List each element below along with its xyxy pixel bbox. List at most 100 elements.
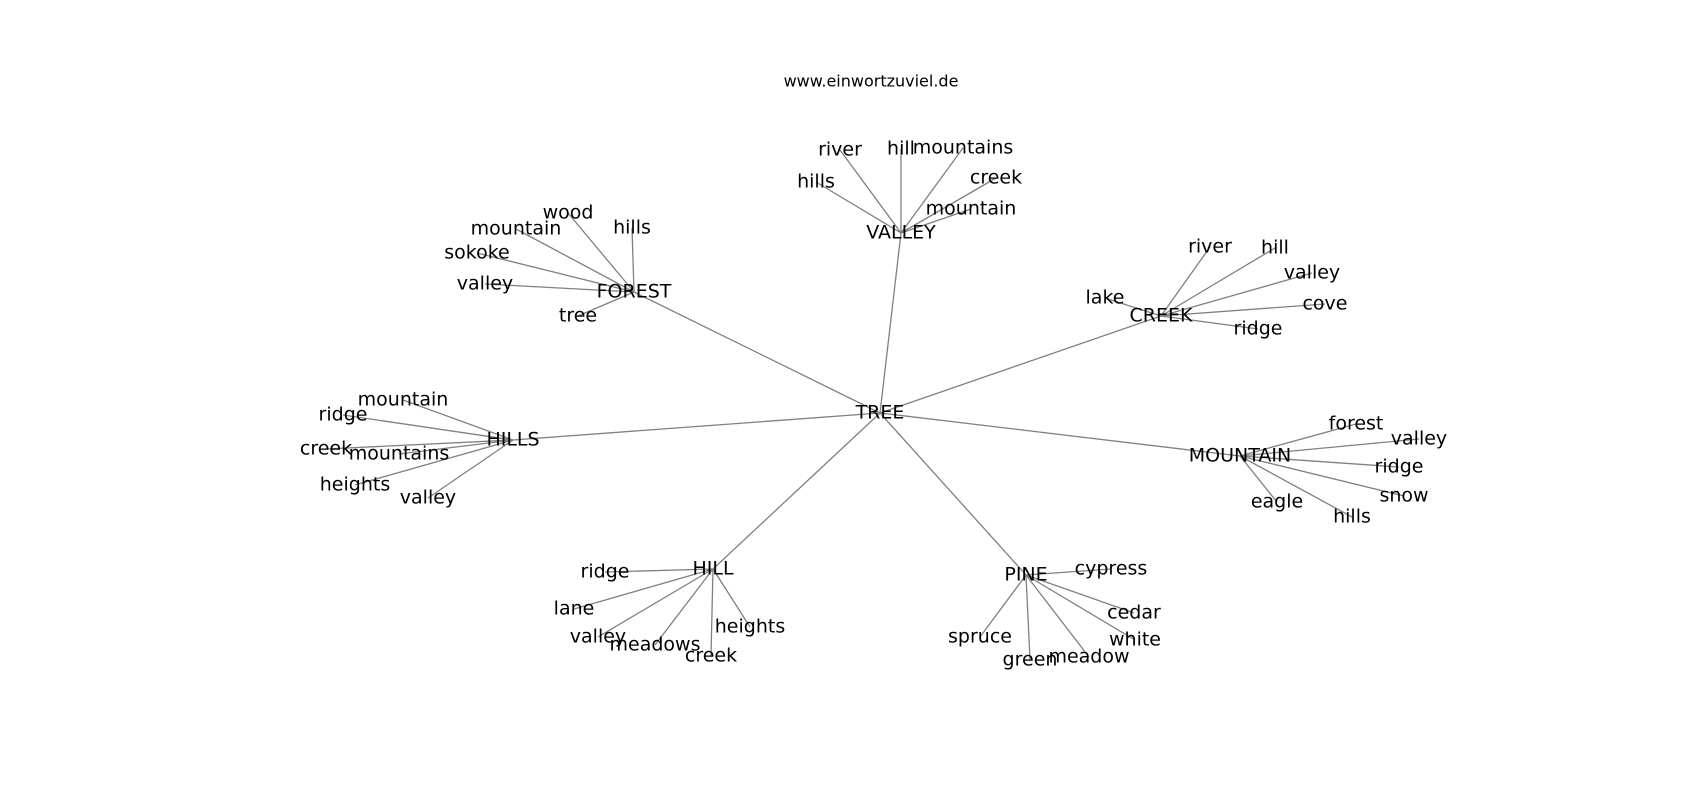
node-hill-ridge: ridge xyxy=(581,561,630,583)
node-pine-white: white xyxy=(1109,629,1161,651)
edge-hills-mountains xyxy=(398,439,514,455)
node-hills-mountain: mountain xyxy=(358,389,449,411)
edge-forest-valley xyxy=(484,283,635,293)
node-pine: PINE xyxy=(1004,564,1047,586)
edge-hill-valley xyxy=(597,568,714,638)
edge-pine-white xyxy=(1025,574,1136,641)
node-creek-hill: hill xyxy=(1261,237,1289,259)
node-mountain-snow: snow xyxy=(1379,485,1428,507)
edge-valley-hills xyxy=(815,181,902,234)
node-valley-creek: creek xyxy=(970,167,1022,189)
node-hills-heights: heights xyxy=(320,474,390,496)
node-valley-hills: hills xyxy=(797,171,835,193)
node-hills: HILLS xyxy=(486,429,539,451)
node-forest: FOREST xyxy=(597,281,672,303)
node-valley-hill: hill xyxy=(887,138,915,160)
node-pine-cypress: cypress xyxy=(1075,558,1148,580)
node-hill: HILL xyxy=(692,558,733,580)
node-mountain-ridge: ridge xyxy=(1375,456,1424,478)
node-creek-cove: cove xyxy=(1302,293,1347,315)
node-creek-valley: valley xyxy=(1284,262,1340,284)
edge-hill-heights xyxy=(712,568,751,628)
node-hill-valley: valley xyxy=(570,626,626,648)
edge-creek-valley xyxy=(1160,272,1313,317)
edge-creek-cove xyxy=(1160,303,1326,317)
node-mountain-forest: forest xyxy=(1329,413,1384,435)
edge-mountain-forest xyxy=(1239,423,1357,457)
edge-tree-hill xyxy=(712,412,881,570)
edge-hills-ridge xyxy=(342,414,514,441)
node-pine-cedar: cedar xyxy=(1107,602,1161,624)
edge-hill-ridge xyxy=(604,568,714,573)
node-hills-ridge: ridge xyxy=(319,404,368,426)
edge-pine-cedar xyxy=(1025,574,1135,614)
node-mountain-eagle: eagle xyxy=(1251,491,1303,513)
edge-tree-creek xyxy=(879,315,1162,414)
edge-forest-tree xyxy=(577,291,635,317)
edge-forest-wood xyxy=(567,212,635,293)
edge-tree-valley xyxy=(879,232,902,414)
node-hill-creek: creek xyxy=(685,645,737,667)
edge-valley-mountain xyxy=(900,208,972,234)
node-valley-river: river xyxy=(818,139,862,161)
edge-pine-meadow xyxy=(1025,574,1090,658)
edge-tree-mountain xyxy=(879,412,1241,457)
edge-hill-creek xyxy=(710,568,714,657)
node-forest-tree: tree xyxy=(559,305,597,327)
edge-pine-spruce xyxy=(979,574,1027,638)
edge-hill-lane xyxy=(573,568,714,610)
node-pine-green: green xyxy=(1003,649,1058,671)
node-tree: TREE xyxy=(855,402,905,424)
node-forest-sokoke: sokoke xyxy=(444,242,510,264)
node-hill-lane: lane xyxy=(554,598,595,620)
node-creek-river: river xyxy=(1188,236,1232,258)
node-pine-meadow: meadow xyxy=(1048,646,1129,668)
node-creek-ridge: ridge xyxy=(1234,318,1283,340)
edge-forest-sokoke xyxy=(476,252,635,293)
edge-hills-mountain xyxy=(402,399,514,441)
edge-mountain-hills xyxy=(1239,455,1353,518)
edge-pine-cypress xyxy=(1025,568,1112,576)
edge-valley-river xyxy=(839,149,902,234)
edge-forest-mountain xyxy=(515,228,635,293)
edge-mountain-valley xyxy=(1239,438,1420,457)
node-mountain-valley: valley xyxy=(1391,428,1447,450)
node-forest-valley: valley xyxy=(457,273,513,295)
edge-tree-pine xyxy=(879,412,1027,576)
node-hill-heights: heights xyxy=(715,616,785,638)
edge-pine-green xyxy=(1025,574,1031,661)
node-creek-lake: lake xyxy=(1086,287,1125,309)
edge-mountain-ridge xyxy=(1239,455,1400,468)
node-forest-wood: wood xyxy=(543,202,594,224)
node-forest-hills: hills xyxy=(613,217,651,239)
node-creek: CREEK xyxy=(1130,305,1193,327)
node-pine-spruce: spruce xyxy=(948,626,1012,648)
edges-layer xyxy=(325,147,1420,661)
edge-tree-hills xyxy=(512,412,881,441)
node-mountain: MOUNTAIN xyxy=(1189,445,1291,467)
edge-mountain-snow xyxy=(1239,455,1405,497)
source-label: www.einwortzuviel.de xyxy=(784,72,959,91)
edge-tree-forest xyxy=(633,291,881,414)
node-mountain-hills: hills xyxy=(1333,506,1371,528)
edge-creek-hill xyxy=(1160,247,1276,317)
edge-forest-hills xyxy=(631,227,635,293)
edge-creek-river xyxy=(1160,246,1211,317)
edge-hills-creek xyxy=(325,439,514,450)
edge-valley-mountains xyxy=(900,147,964,234)
node-valley: VALLEY xyxy=(866,222,936,244)
node-valley-mountain: mountain xyxy=(926,198,1017,220)
edge-valley-creek xyxy=(900,177,997,234)
edge-hill-meadows xyxy=(654,568,714,646)
edge-hills-valley xyxy=(427,439,514,499)
edge-mountain-eagle xyxy=(1239,455,1278,503)
edge-creek-ridge xyxy=(1160,315,1259,330)
node-hills-valley: valley xyxy=(400,487,456,509)
node-hills-creek: creek xyxy=(300,438,352,460)
node-valley-mountains: mountains xyxy=(913,137,1014,159)
edge-creek-lake xyxy=(1104,297,1162,317)
node-hill-meadows: meadows xyxy=(610,634,701,656)
node-hills-mountains: mountains xyxy=(349,443,450,465)
